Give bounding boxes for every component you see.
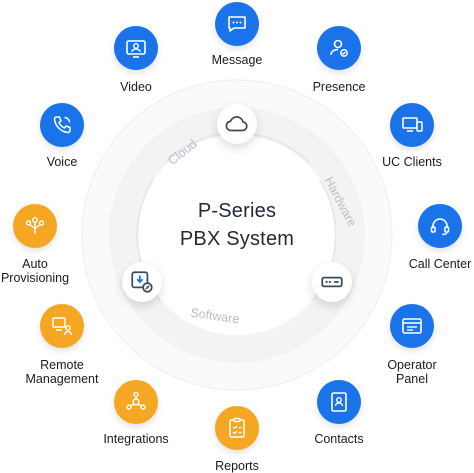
call-center-label: Call Center [408,257,472,271]
video-call-icon [126,40,146,58]
contacts-book-icon [331,392,347,412]
operator-panel-icon [402,318,422,334]
center-title-line2: PBX System [179,228,295,250]
uc-clients-node [390,103,434,147]
user-presence-icon [330,39,348,57]
presence-node [317,26,361,70]
integrations-label: Integrations [103,432,169,446]
video-node [114,26,158,70]
auto-provisioning-label: Auto Provisioning [1,257,69,285]
integrations-icon [126,391,146,410]
contacts-label: Contacts [314,432,364,446]
devices-icon [402,117,423,132]
phone-icon [53,116,71,134]
reports-node [215,406,259,450]
operator-panel-label-line1: Operator [387,358,437,372]
software-install-icon [131,271,153,293]
video-label: Video [120,80,152,94]
remote-management-node [40,304,84,348]
cloud-node [217,104,257,144]
reports-label: Reports [215,459,259,473]
voice-label: Voice [46,155,78,169]
hardware-node [312,262,352,302]
auto-provisioning-label-line2: Provisioning [0,271,70,285]
uc-clients-label: UC Clients [382,155,442,169]
center-title-line1: P-Series [197,200,277,222]
remote-management-label: Remote Management [26,358,99,386]
operator-panel-label-line2: Panel [396,372,428,386]
contacts-node [317,380,361,424]
software-node [122,262,162,302]
ring-label-software: Software [190,306,241,327]
operator-panel-label: Operator Panel [387,358,436,386]
remote-management-icon [52,317,73,336]
operator-panel-node [390,304,434,348]
auto-provisioning-node [13,204,57,248]
clipboard-check-icon [229,417,245,438]
remote-management-label-line2: Management [25,372,99,386]
auto-provisioning-icon [25,217,45,234]
voice-node [40,103,84,147]
cloud-icon [225,116,248,132]
message-bubble-icon [228,16,246,32]
hardware-appliance-icon [321,276,343,288]
call-center-node [418,204,462,248]
message-label: Message [211,53,263,67]
message-node [215,2,259,46]
headset-icon [430,218,450,236]
auto-provisioning-label-line1: Auto [22,257,48,271]
presence-label: Presence [312,80,366,94]
integrations-node [114,380,158,424]
remote-management-label-line1: Remote [40,358,84,372]
